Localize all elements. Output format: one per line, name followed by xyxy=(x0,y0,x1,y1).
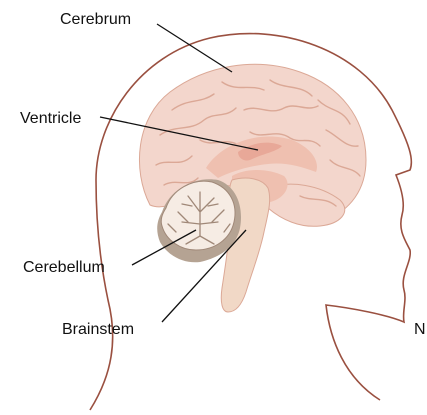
brainstem-label: Brainstem xyxy=(62,321,134,338)
cerebrum-label: Cerebrum xyxy=(60,11,131,28)
ventricle-label: Ventricle xyxy=(20,110,81,127)
cerebellum-label: Cerebellum xyxy=(23,259,105,276)
edge-fragment-label: N xyxy=(414,321,426,338)
brain xyxy=(139,64,366,312)
cerebrum-leader-line xyxy=(157,24,232,72)
